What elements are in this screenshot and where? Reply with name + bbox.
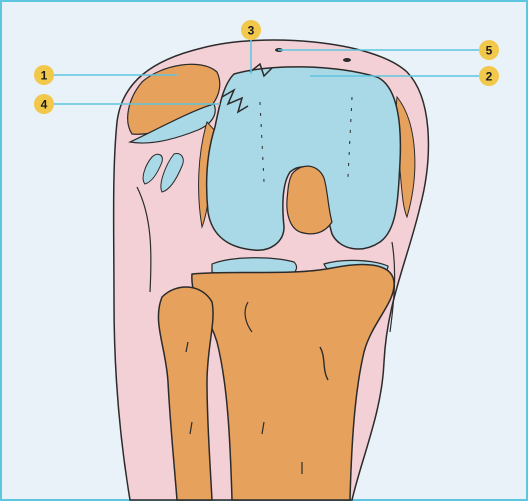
label-3-text: 3 [248,24,255,38]
label-badge-1: 1 [34,65,54,85]
joint-space-mark [343,58,351,62]
label-2-text: 2 [486,70,493,84]
label-badge-4: 4 [34,94,54,114]
label-4-text: 4 [41,98,48,112]
label-1-text: 1 [41,69,48,83]
label-badge-2: 2 [479,66,499,86]
label-5-text: 5 [486,44,493,58]
label-badge-3: 3 [241,20,261,40]
label-badge-5: 5 [479,40,499,60]
